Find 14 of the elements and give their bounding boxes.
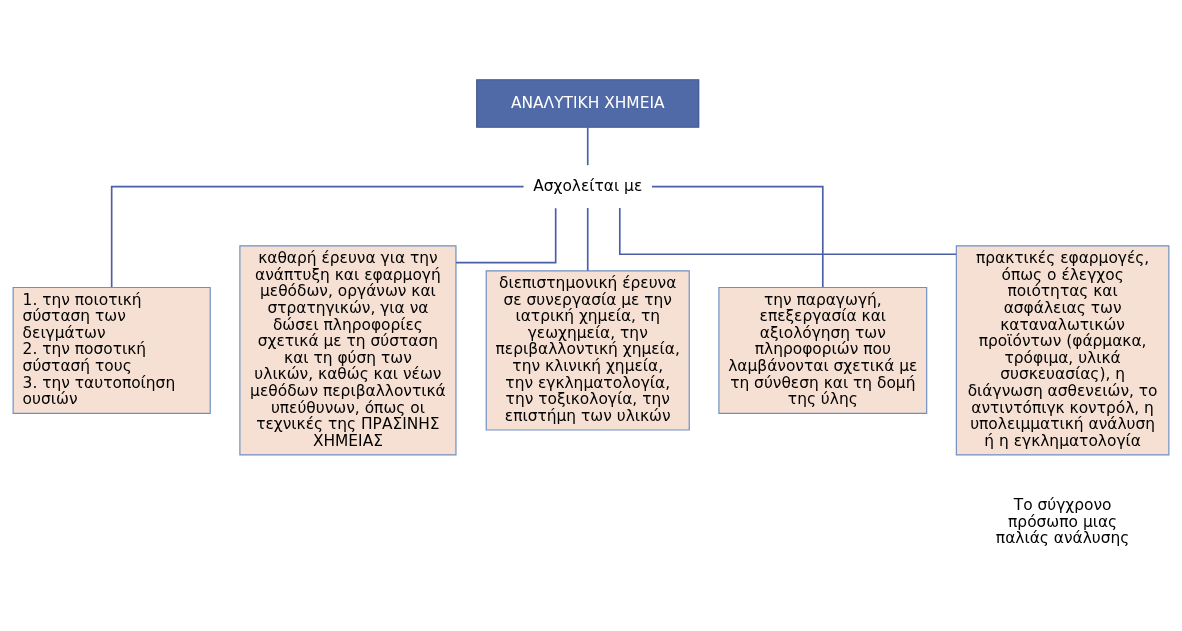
connector: [651, 185, 824, 288]
connector: [455, 206, 557, 263]
node-box: ΑΝΑΛΥΤΙΚΗ ΧΗΜΕΙΑ: [476, 78, 700, 128]
node-box: πρακτικές εφαρμογές, όπως ο έλεγχος ποιότητας και ασφάλειας των καταναλωτικών προϊόντων (φάρμακα, τρόφιμα, υλικά συσκευασίας), η διάγνωση ασθενειών, το αντιντόπιγκ κοντρόλ, η υπολειμματική ανάλυση ή η εγκληματολογία: [955, 244, 1170, 455]
node-box: την παραγωγή, επεξεργασία και αξιολόγηση των πληροφοριών που λαμβάνονται σχετικά με τη σύνθεση και τη δομή της ύλης: [718, 286, 928, 414]
node-box: καθαρή έρευνα για την ανάπτυξη και εφαρμογή μεθόδων, οργάνων και στρατηγικών, για να δώσει πληροφορίες σχετικά με τη σύσταση και τη φύση των υλικών, καθώς και νέων μεθόδων περιβαλλοντικά υπεύθυνων, όπως οι τεχνικές της ΠΡΑΣΙΝΗΣ ΧΗΜΕΙΑΣ: [239, 244, 457, 455]
node-box: 1. την ποιοτική σύσταση των δειγμάτων 2. την ποσοτική σύστασή τους 3. την ταυτοποίηση ουσιών: [12, 286, 211, 414]
label: Το σύγχρονο πρόσωπο μιας παλιάς ανάλυσης: [995, 495, 1130, 547]
connector: [586, 126, 589, 166]
node-text: Ασχολείται με: [533, 176, 643, 195]
connector: [586, 206, 589, 272]
connector: [110, 185, 525, 288]
connector: [618, 206, 957, 255]
node-box: διεπιστημονική έρευνα σε συνεργασία με την ιατρική χημεία, τη γεωχημεία, την περιβαλλοντική χημεία, την κλινική χημεία, την εγκληματολογία, την τοξικολογία, την επιστήμη των υλικών: [485, 269, 690, 431]
